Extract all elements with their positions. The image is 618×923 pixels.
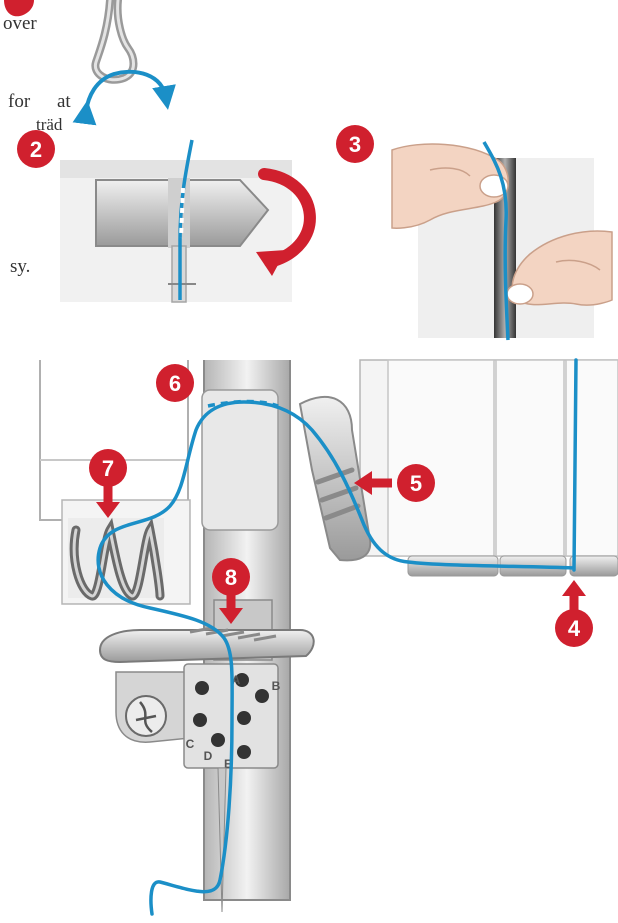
text-fragment-for: for [8,91,31,112]
plate-letter-b: B [272,679,281,693]
callout-6-label: 6 [169,371,181,396]
text-fragment-at: at [57,91,71,112]
callout-3-label: 3 [349,132,361,157]
thread-guide-hook [91,0,138,84]
plate-letter-d: D [204,749,213,763]
callout-7: 7 [89,449,127,487]
thread-step3 [482,141,510,341]
thread-main [96,358,578,916]
machine-body-right [359,359,618,577]
callout-8-label: 8 [225,565,237,590]
text-fragment-over: over [3,13,37,34]
thread-hidden-segment [207,399,279,408]
arrow-8 [219,594,243,624]
callout-2: 2 [17,130,55,168]
thread-step1 [72,69,176,126]
callout-7-label: 7 [102,456,114,481]
text-fragment-trad: träd [36,115,63,134]
rotation-arrow-step2 [258,168,316,268]
callout-4: 4 [555,609,593,647]
callout-4-label: 4 [568,616,581,641]
thread-step2-hidden [179,187,185,239]
arrow-4 [562,580,586,612]
plate-letter-e: E [224,757,232,771]
needle [217,767,227,913]
callout-1-partial [4,0,34,17]
plate-letter-c: C [186,737,195,751]
callout-5: 5 [397,464,435,502]
arrow-7 [96,486,120,518]
callout-2-label: 2 [30,137,42,162]
callout-6: 6 [156,364,194,402]
rotation-arrow-head [256,250,286,276]
hand-lower [506,230,613,306]
needle-thread-guide [98,626,315,664]
tension-slot-panel [60,160,292,303]
callout-8: 8 [212,558,250,596]
callout-3: 3 [336,125,374,163]
callout-5-label: 5 [410,471,422,496]
arrow-5 [354,471,392,495]
plate-letter-a: A [232,673,241,687]
needle-clamp-plate: A B C D E [115,663,281,771]
text-fragment-sy: sy. [10,256,31,277]
